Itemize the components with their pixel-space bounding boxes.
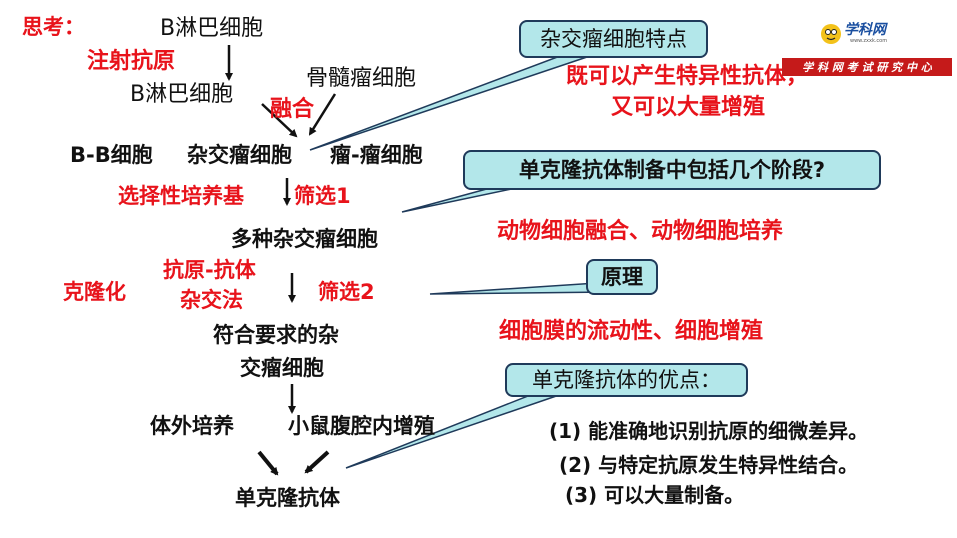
callout-stages: 单克隆抗体制备中包括几个阶段? <box>463 150 881 190</box>
screen1-label: 筛选1 <box>294 184 351 208</box>
arrow-myeloma-to-hybridoma <box>308 93 337 136</box>
callout-stages-text: 单克隆抗体制备中包括几个阶段? <box>518 157 826 182</box>
in-vivo-proliferation: 小鼠腹腔内增殖 <box>288 414 435 438</box>
myeloma-cell: 骨髓瘤细胞 <box>306 66 417 91</box>
antigen-antibody-line1: 抗原-抗体 <box>163 258 256 282</box>
qualified-hybridoma-line2: 交瘤细胞 <box>240 356 324 380</box>
advantage-2: (2) 与特定抗原发生特异性结合。 <box>559 453 859 477</box>
zxxk-logo: 学科网 www.zxxk.com <box>820 22 900 48</box>
cloning-label: 克隆化 <box>63 280 126 304</box>
callout-hybridoma-features: 杂交瘤细胞特点 <box>519 20 708 58</box>
callout-principle-text: 原理 <box>601 264 643 289</box>
inject-antigen-label: 注射抗原 <box>87 49 176 74</box>
features-answer-line1: 既可以产生特异性抗体， <box>566 64 809 89</box>
screen2-label: 筛选2 <box>318 280 375 304</box>
in-vitro-culture: 体外培养 <box>150 414 234 438</box>
advantage-1: (1) 能准确地识别抗原的细微差异。 <box>549 419 869 443</box>
bb-cell: B-B细胞 <box>70 143 153 167</box>
selective-medium-label: 选择性培养基 <box>118 184 244 208</box>
logo-url: www.zxxk.com <box>850 38 888 44</box>
qualified-hybridoma-line1: 符合要求的杂 <box>213 323 339 347</box>
monoclonal-antibody: 单克隆抗体 <box>235 486 340 510</box>
logo-banner: 学 科 网 考 试 研 究 中 心 <box>782 58 952 76</box>
pointer-principle <box>429 282 613 295</box>
myeloma-myeloma-cell: 瘤-瘤细胞 <box>330 143 423 167</box>
features-answer-line2: 又可以大量增殖 <box>611 95 766 120</box>
b-lymph-cell: B淋巴细胞 <box>130 82 234 107</box>
stages-answer: 动物细胞融合、动物细胞培养 <box>497 219 784 244</box>
principle-answer: 细胞膜的流动性、细胞增殖 <box>499 319 764 344</box>
callout-hybridoma-features-text: 杂交瘤细胞特点 <box>540 26 687 51</box>
hybridoma-cell: 杂交瘤细胞 <box>187 143 292 167</box>
arrow-invivo-to-mab <box>304 450 330 474</box>
arrow-invitro-to-mab <box>257 450 279 476</box>
logo-mascot-icon <box>821 24 841 44</box>
think-label: 思考： <box>22 15 85 39</box>
callout-principle: 原理 <box>586 259 658 295</box>
callout-advantages: 单克隆抗体的优点： <box>505 363 748 397</box>
logo-name: 学科网 <box>844 22 886 38</box>
fusion-label: 融合 <box>270 97 315 122</box>
callout-advantages-text: 单克隆抗体的优点： <box>532 367 721 392</box>
b-lymph-top: B淋巴细胞 <box>160 16 264 41</box>
logo-banner-text: 学 科 网 考 试 研 究 中 心 <box>802 60 932 74</box>
antigen-antibody-line2: 杂交法 <box>180 288 243 312</box>
multiple-hybridoma: 多种杂交瘤细胞 <box>231 227 378 251</box>
arrow-b-to-hybridoma <box>261 103 298 138</box>
advantage-3: (3) 可以大量制备。 <box>565 483 745 507</box>
